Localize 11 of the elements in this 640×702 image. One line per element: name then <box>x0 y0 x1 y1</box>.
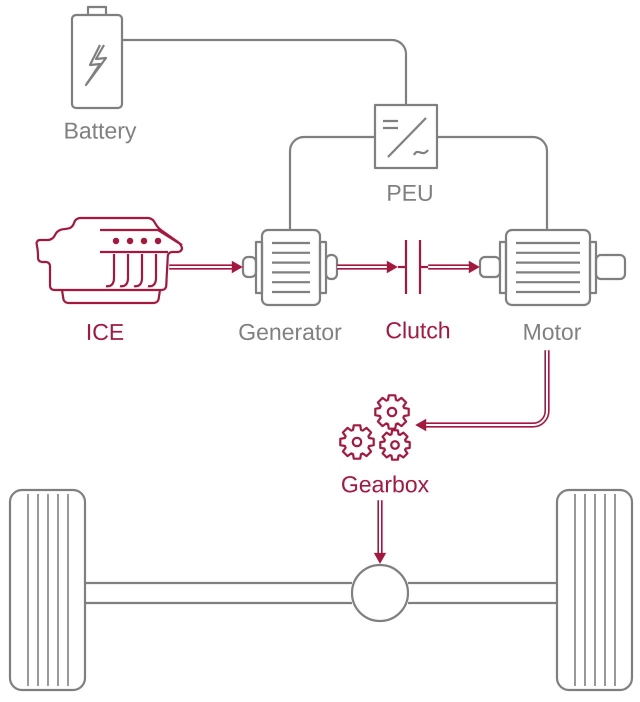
connector-line <box>122 38 408 106</box>
icon-label: ICE <box>88 324 124 340</box>
icon-label: Clutch <box>386 322 450 338</box>
connector-line <box>288 136 375 230</box>
icon-label: Generator <box>239 324 342 340</box>
icon-label: Battery <box>65 122 136 144</box>
icon-label: PEU <box>388 184 432 202</box>
icon-label: Gearbox <box>342 476 429 492</box>
icon-label: Motor <box>524 324 581 340</box>
connector-line <box>437 136 548 230</box>
differential-circle <box>350 564 410 622</box>
